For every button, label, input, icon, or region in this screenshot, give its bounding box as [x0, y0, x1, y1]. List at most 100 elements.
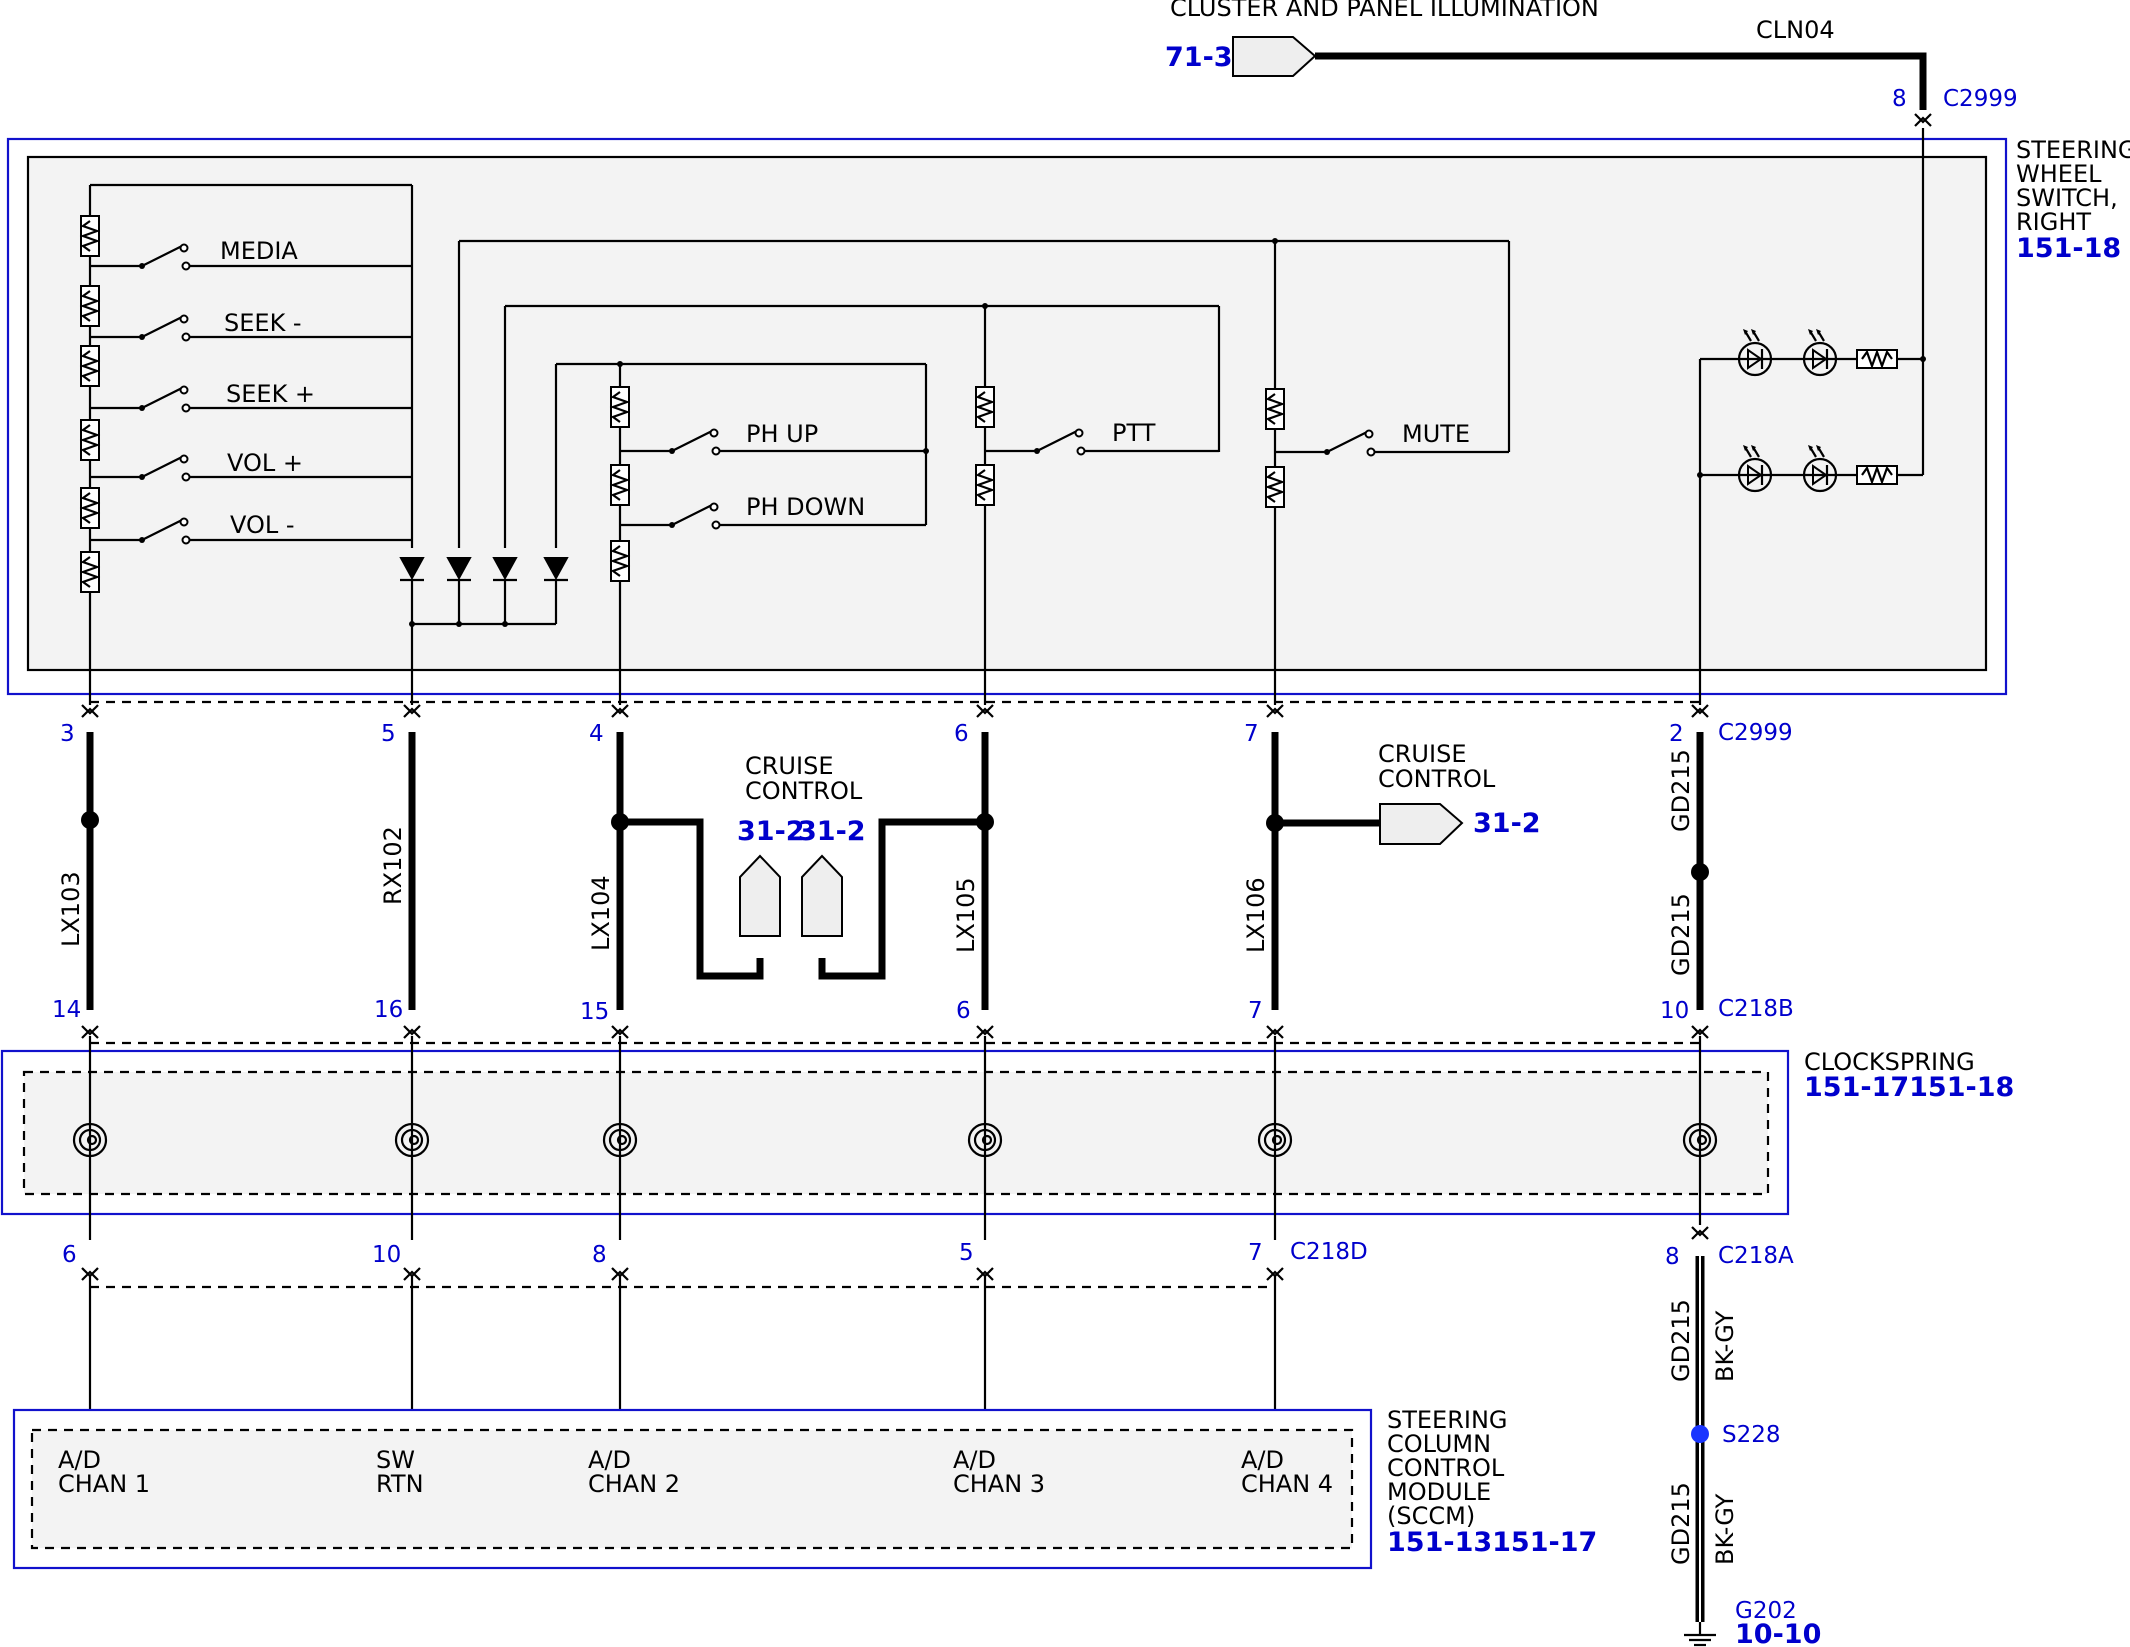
pin-mid-rx102: 16: [374, 997, 403, 1023]
svg-text:CHAN 3: CHAN 3: [953, 1470, 1045, 1498]
pin-top-gd215: 2: [1669, 721, 1684, 747]
switch-label-ptt: PTT: [1112, 419, 1156, 447]
pin-mid-lx103: 14: [52, 997, 81, 1023]
c218b-connector-icons: [80, 1024, 1710, 1040]
c218d-label: C218D: [1290, 1239, 1368, 1265]
ground-circuit-upper: GD215: [1667, 1299, 1695, 1382]
steering-wheel-switch-body: [26, 155, 1988, 672]
c218d-connector-icons: [80, 1266, 1285, 1282]
c218a-label: C218A: [1718, 1243, 1794, 1269]
switch-vol-minus: VOL -: [90, 511, 412, 545]
switch-label-ph-up: PH UP: [746, 420, 818, 448]
cln04-wire: [1315, 52, 1927, 110]
illumination-label: CLUSTER AND PANEL ILLUMINATION: [1170, 0, 1599, 22]
switch-label-seek-minus: SEEK -: [224, 309, 302, 337]
top-connector-label: C2999: [1943, 86, 2018, 112]
switch-media: MEDIA: [90, 237, 412, 271]
pin-mid-lx104: 15: [580, 999, 609, 1025]
illumination-ref[interactable]: 71-3: [1165, 42, 1233, 73]
svg-text:SW: SW: [376, 1446, 415, 1474]
harness-wires: [81, 732, 1709, 1010]
svg-text:A/D: A/D: [58, 1446, 101, 1474]
svg-text:RTN: RTN: [376, 1470, 424, 1498]
switch-vol-plus: VOL +: [90, 449, 412, 482]
ground-point-ref[interactable]: 10-10: [1735, 1619, 1821, 1647]
c218b-label: C218B: [1718, 996, 1794, 1022]
svg-text:CRUISE: CRUISE: [745, 752, 833, 780]
pin-bottom-gd215: 8: [1665, 1244, 1680, 1270]
pin-bottom-lx103: 6: [62, 1242, 77, 1268]
sccm-body: [30, 1428, 1354, 1550]
c218a-connector-icon: [1690, 1225, 1710, 1241]
cruise-left-ref-a[interactable]: 31-2: [737, 816, 805, 847]
switch-label-media: MEDIA: [220, 237, 298, 265]
circuit-gd215-lower: GD215: [1667, 893, 1695, 976]
svg-text:CONTROL: CONTROL: [1387, 1454, 1505, 1482]
cln04-pin: 8: [1892, 86, 1907, 112]
switch-label-vol-minus: VOL -: [230, 511, 295, 539]
sccm-wires: [88, 1276, 1277, 1430]
switch-label-mute: MUTE: [1402, 420, 1470, 448]
cruise-control-left: CRUISE CONTROL: [620, 752, 985, 980]
pin-top-rx102: 5: [381, 721, 396, 747]
svg-text:CRUISE: CRUISE: [1378, 740, 1466, 768]
svg-text:SWITCH,: SWITCH,: [2016, 184, 2118, 212]
pin-top-lx104: 4: [589, 721, 604, 747]
svg-text:COLUMN: COLUMN: [1387, 1430, 1491, 1458]
pin-bottom-lx106: 7: [1248, 1240, 1263, 1266]
circuit-rx102: RX102: [379, 826, 407, 905]
cruise-right-ref[interactable]: 31-2: [1473, 808, 1541, 839]
splice-s228-label: S228: [1722, 1422, 1781, 1448]
illumination-led-network: [1697, 128, 1926, 705]
circuit-lx104: LX104: [587, 875, 615, 951]
svg-text:CONTROL: CONTROL: [1378, 765, 1496, 793]
ground-circuit-lower: GD215: [1667, 1482, 1695, 1565]
steering-wheel-switch-title: STEERING WHEEL SWITCH, RIGHT: [2016, 136, 2130, 236]
svg-text:CONTROL: CONTROL: [745, 777, 863, 805]
circuit-lx106: LX106: [1242, 877, 1270, 953]
pin-mid-gd215: 10: [1660, 998, 1689, 1024]
ptt-switch-column: PTT: [974, 303, 1219, 705]
ground-point-label: G202: [1735, 1598, 1797, 1624]
left-resistor-ladder: [79, 183, 412, 705]
ph-switch-column: PH UP PH DOWN: [609, 361, 929, 705]
svg-text:A/D: A/D: [1241, 1446, 1284, 1474]
circuit-gd215-upper: GD215: [1667, 749, 1695, 832]
switch-label-ph-down: PH DOWN: [746, 493, 865, 521]
clockspring-wires: [72, 1036, 1718, 1240]
svg-text:WHEEL: WHEEL: [2016, 160, 2102, 188]
ground-color-upper: BK-GY: [1711, 1310, 1739, 1382]
c2999-label: C2999: [1718, 720, 1793, 746]
top-connector-icon: [1913, 112, 1933, 128]
pin-top-lx105: 6: [954, 721, 969, 747]
pin-bottom-lx104: 8: [592, 1242, 607, 1268]
sccm-ref[interactable]: 151-13151-17: [1387, 1527, 1597, 1558]
svg-text:STEERING: STEERING: [1387, 1406, 1508, 1434]
circuit-lx103: LX103: [57, 871, 85, 947]
svg-text:STEERING: STEERING: [2016, 136, 2130, 164]
svg-text:(SCCM): (SCCM): [1387, 1502, 1475, 1530]
switch-seek-plus: SEEK +: [90, 380, 412, 413]
circuit-lx105: LX105: [952, 877, 980, 953]
c2999-connector-icons: [80, 703, 1710, 719]
switch-label-seek-plus: SEEK +: [226, 380, 315, 408]
pin-mid-lx106: 7: [1248, 998, 1263, 1024]
pin-bottom-rx102: 10: [372, 1242, 401, 1268]
switch-seek-minus: SEEK -: [90, 309, 412, 342]
switch-label-vol-plus: VOL +: [227, 449, 303, 477]
cruise-left-ref-b[interactable]: 31-2: [798, 816, 866, 847]
svg-text:CHAN 2: CHAN 2: [588, 1470, 680, 1498]
pin-bottom-lx105: 5: [959, 1240, 974, 1266]
splice-s228-dot: [1691, 1425, 1709, 1443]
cruise-control-right: CRUISE CONTROL: [1275, 740, 1496, 845]
pin-mid-lx105: 6: [956, 998, 971, 1024]
ground-color-lower: BK-GY: [1711, 1493, 1739, 1565]
steering-wheel-switch-ref[interactable]: 151-18: [2016, 233, 2121, 264]
clockspring-ref[interactable]: 151-17151-18: [1804, 1072, 2014, 1103]
sccm-title: STEERING COLUMN CONTROL MODULE (SCCM): [1387, 1406, 1508, 1530]
clockspring-title: CLOCKSPRING: [1804, 1048, 1975, 1076]
pin-top-lx103: 3: [60, 721, 75, 747]
svg-text:CHAN 4: CHAN 4: [1241, 1470, 1333, 1498]
clockspring-body: [22, 1070, 1770, 1196]
sccm-pin-labels: A/D CHAN 1 SW RTN A/D CHAN 2 A/D CHAN 3 …: [58, 1446, 1333, 1498]
